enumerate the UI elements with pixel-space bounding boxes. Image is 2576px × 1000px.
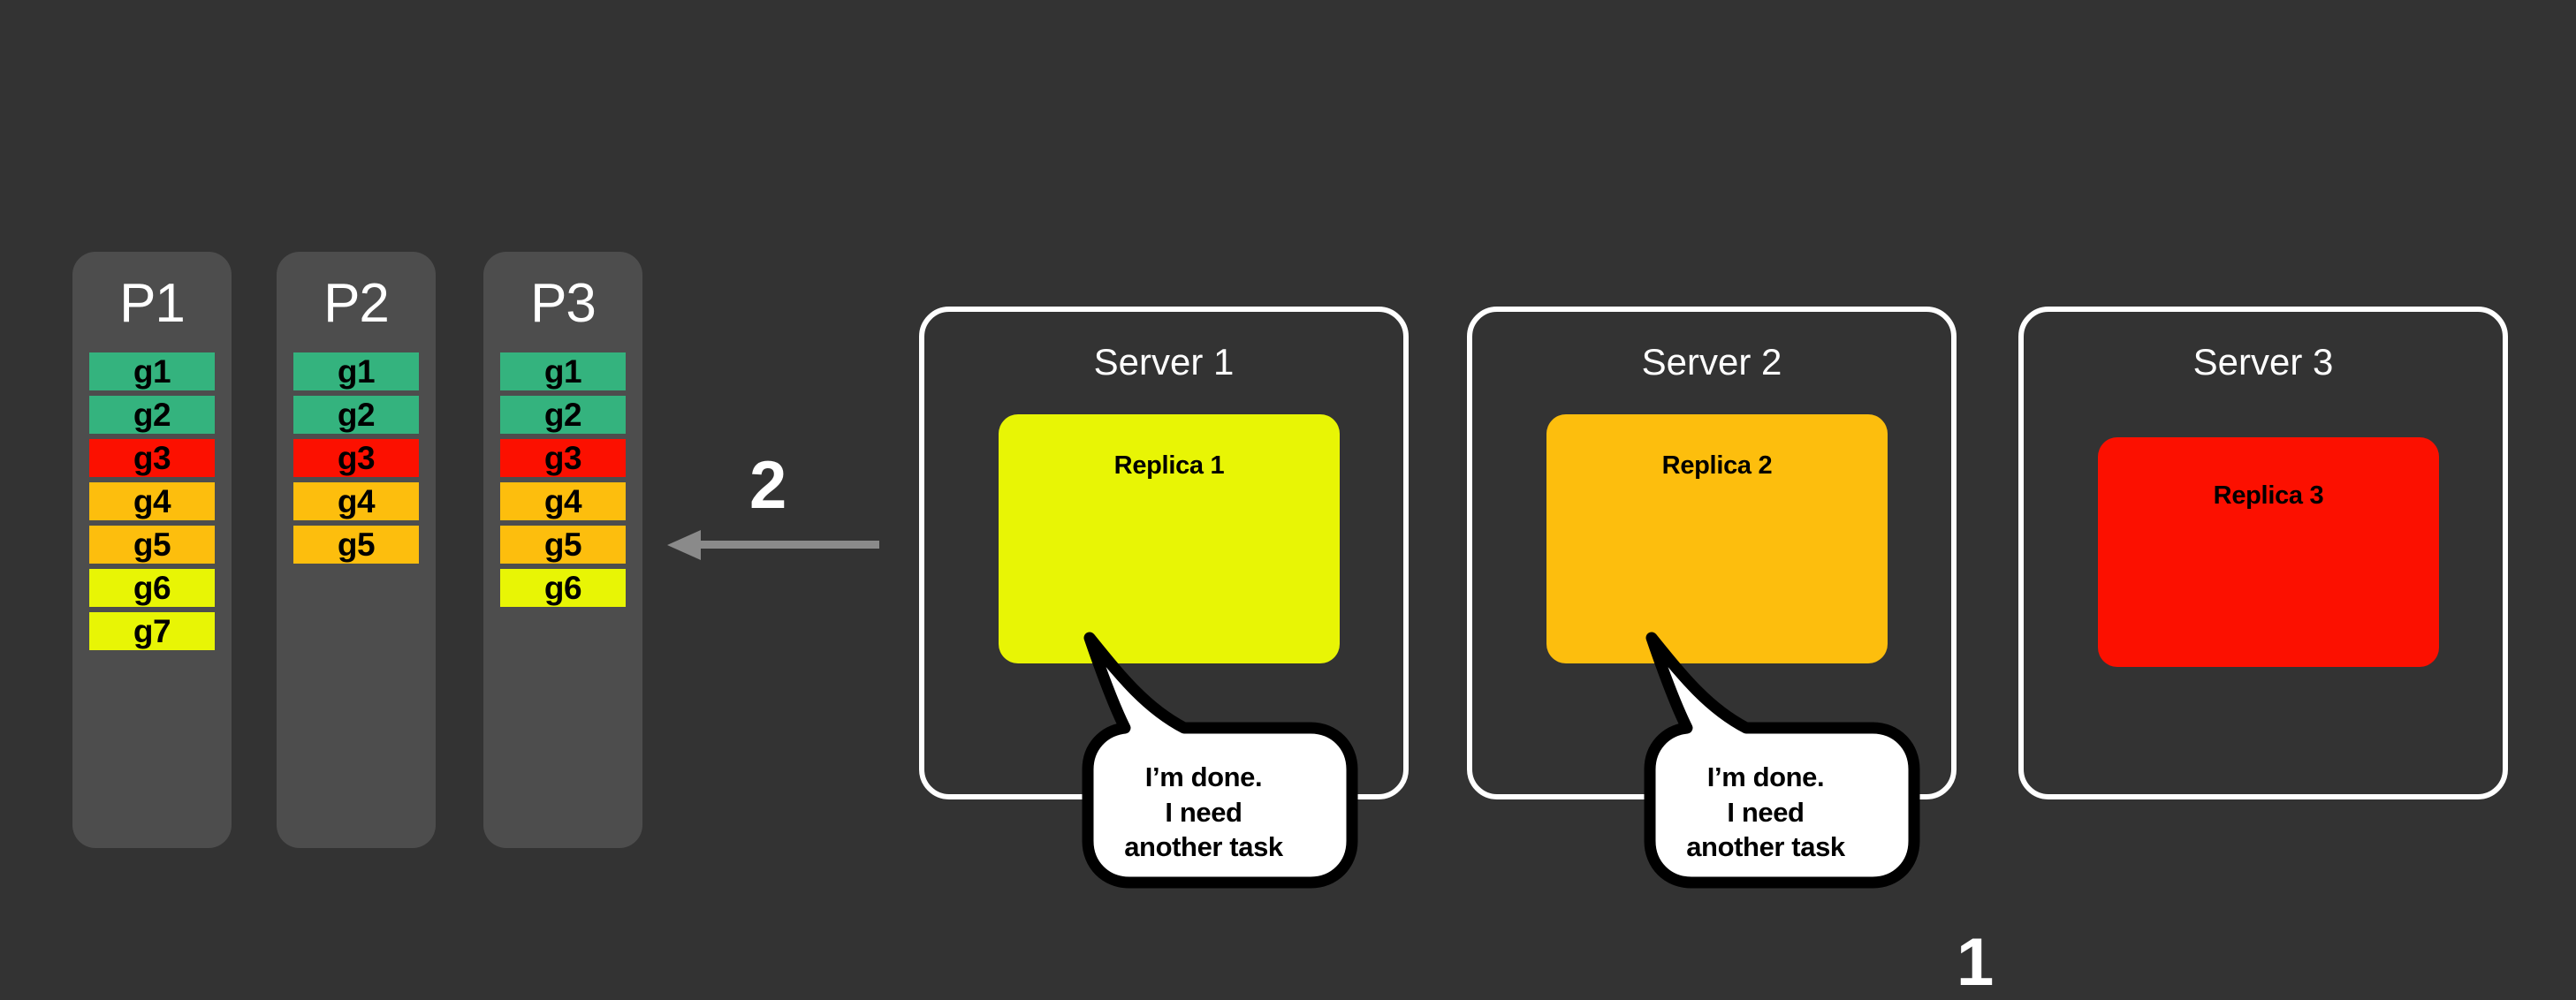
arrow-head-icon <box>667 530 701 560</box>
task-block: g4 <box>293 482 419 520</box>
task-block: g5 <box>293 526 419 564</box>
task-block: g2 <box>89 396 215 434</box>
task-block: g1 <box>293 352 419 390</box>
speech-bubble-shape-icon <box>1644 632 1920 889</box>
replica-label: Replica 2 <box>1661 451 1773 480</box>
step-label-2: 2 <box>749 448 787 523</box>
speech-bubble-server-2: I’m done. I need another task <box>1644 632 1920 889</box>
task-block: g1 <box>89 352 215 390</box>
replica-1-box: Replica 1 <box>999 414 1340 663</box>
partition-p3: P3 g1 g2 g3 g4 g5 g6 <box>483 252 642 848</box>
arrow-shaft <box>699 541 879 549</box>
task-block: g3 <box>293 439 419 477</box>
server-1: Server 1 Replica 1 <box>919 307 1409 799</box>
partition-p1: P1 g1 g2 g3 g4 g5 g6 g7 <box>72 252 232 848</box>
task-block: g3 <box>500 439 626 477</box>
task-block: g4 <box>89 482 215 520</box>
replica-label: Replica 3 <box>2213 481 2324 510</box>
speech-bubble-text: I’m done. I need another task <box>1124 761 1283 863</box>
task-block: g4 <box>500 482 626 520</box>
task-block: g5 <box>89 526 215 564</box>
server-3: Server 3 Replica 3 <box>2018 307 2508 799</box>
server-title: Server 1 <box>1093 341 1235 383</box>
speech-bubble-text: I’m done. I need another task <box>1686 761 1845 863</box>
task-block: g2 <box>293 396 419 434</box>
partition-p2: P2 g1 g2 g3 g4 g5 <box>277 252 436 848</box>
speech-bubble-shape-icon <box>1082 632 1358 889</box>
replica-label: Replica 1 <box>1113 451 1225 480</box>
server-title: Server 3 <box>2192 341 2334 383</box>
task-block: g3 <box>89 439 215 477</box>
task-list-p1: g1 g2 g3 g4 g5 g6 g7 <box>72 352 232 650</box>
partition-title: P1 <box>119 273 186 334</box>
server-title: Server 2 <box>1641 341 1782 383</box>
task-block: g7 <box>89 612 215 650</box>
speech-bubble-server-1: I’m done. I need another task <box>1082 632 1358 889</box>
replica-2-box: Replica 2 <box>1546 414 1888 663</box>
partition-title: P3 <box>530 273 597 334</box>
task-block: g5 <box>500 526 626 564</box>
step-label-1: 1 <box>1957 925 1995 1000</box>
task-list-p2: g1 g2 g3 g4 g5 <box>277 352 436 564</box>
task-block: g1 <box>500 352 626 390</box>
task-fetch-arrow-icon <box>667 530 879 560</box>
task-block: g2 <box>500 396 626 434</box>
partition-title: P2 <box>323 273 390 334</box>
task-block: g6 <box>89 569 215 607</box>
task-block: g6 <box>500 569 626 607</box>
task-list-p3: g1 g2 g3 g4 g5 g6 <box>483 352 642 607</box>
replica-3-box: Replica 3 <box>2098 437 2439 667</box>
